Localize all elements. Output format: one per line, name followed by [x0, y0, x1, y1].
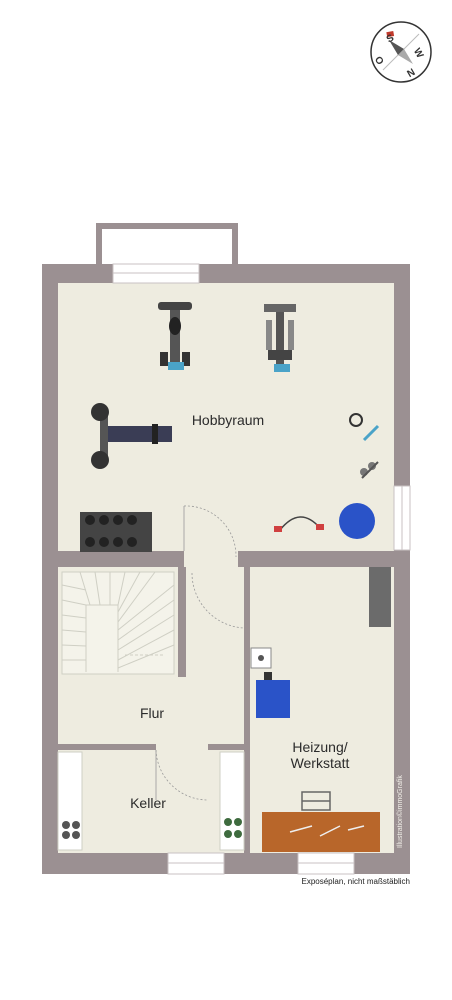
door-hobby — [183, 505, 237, 558]
jump-rope — [349, 413, 380, 442]
room-label-keller: Keller — [130, 795, 166, 811]
dumbbell-rack — [80, 512, 152, 552]
resistance-band — [274, 516, 324, 532]
bench-press — [91, 403, 172, 469]
keller-shelf-left — [57, 751, 83, 851]
room-label-heizung-line1: Heizung/ — [292, 739, 347, 755]
wall-keller-top-left — [58, 744, 156, 750]
door-keller — [155, 749, 209, 801]
room-label-heizung-line2: Werkstatt — [291, 755, 350, 771]
room-label-flur: Flur — [140, 705, 164, 721]
staircase — [61, 571, 175, 675]
compass-letter-n: N — [406, 67, 418, 80]
rowing-machine — [158, 302, 192, 370]
weight-station — [264, 304, 296, 372]
keller-shelf-right — [219, 751, 245, 851]
workbench-tools — [289, 825, 365, 837]
floor-passage — [184, 551, 244, 571]
wall-keller-top-right — [208, 744, 244, 750]
wall-hobby-bottom-right — [238, 551, 394, 567]
compass: S W N O — [370, 21, 432, 83]
room-label-hobbyraum: Hobbyraum — [192, 412, 264, 428]
floor-hobbyraum — [58, 283, 394, 551]
wall-stair-right — [178, 567, 186, 677]
workbench — [262, 812, 380, 852]
compass-letter-s: S — [385, 32, 397, 45]
door-heizung — [191, 572, 245, 629]
floor-keller — [58, 747, 244, 853]
light-well — [96, 223, 238, 271]
wall-flur-heizung — [244, 630, 250, 853]
footer-note: Exposéplan, nicht maßstäblich — [302, 877, 411, 886]
work-stool — [301, 791, 331, 811]
boiler-unit — [256, 680, 290, 718]
illustration-credit: Illustration©immoGrafik — [396, 775, 404, 848]
storage-cabinet — [369, 567, 391, 627]
wall-hobby-bottom-left — [58, 551, 184, 567]
exercise-ball — [339, 503, 375, 539]
hand-weights — [360, 461, 379, 479]
wall-flur-heizung-top — [244, 567, 250, 577]
